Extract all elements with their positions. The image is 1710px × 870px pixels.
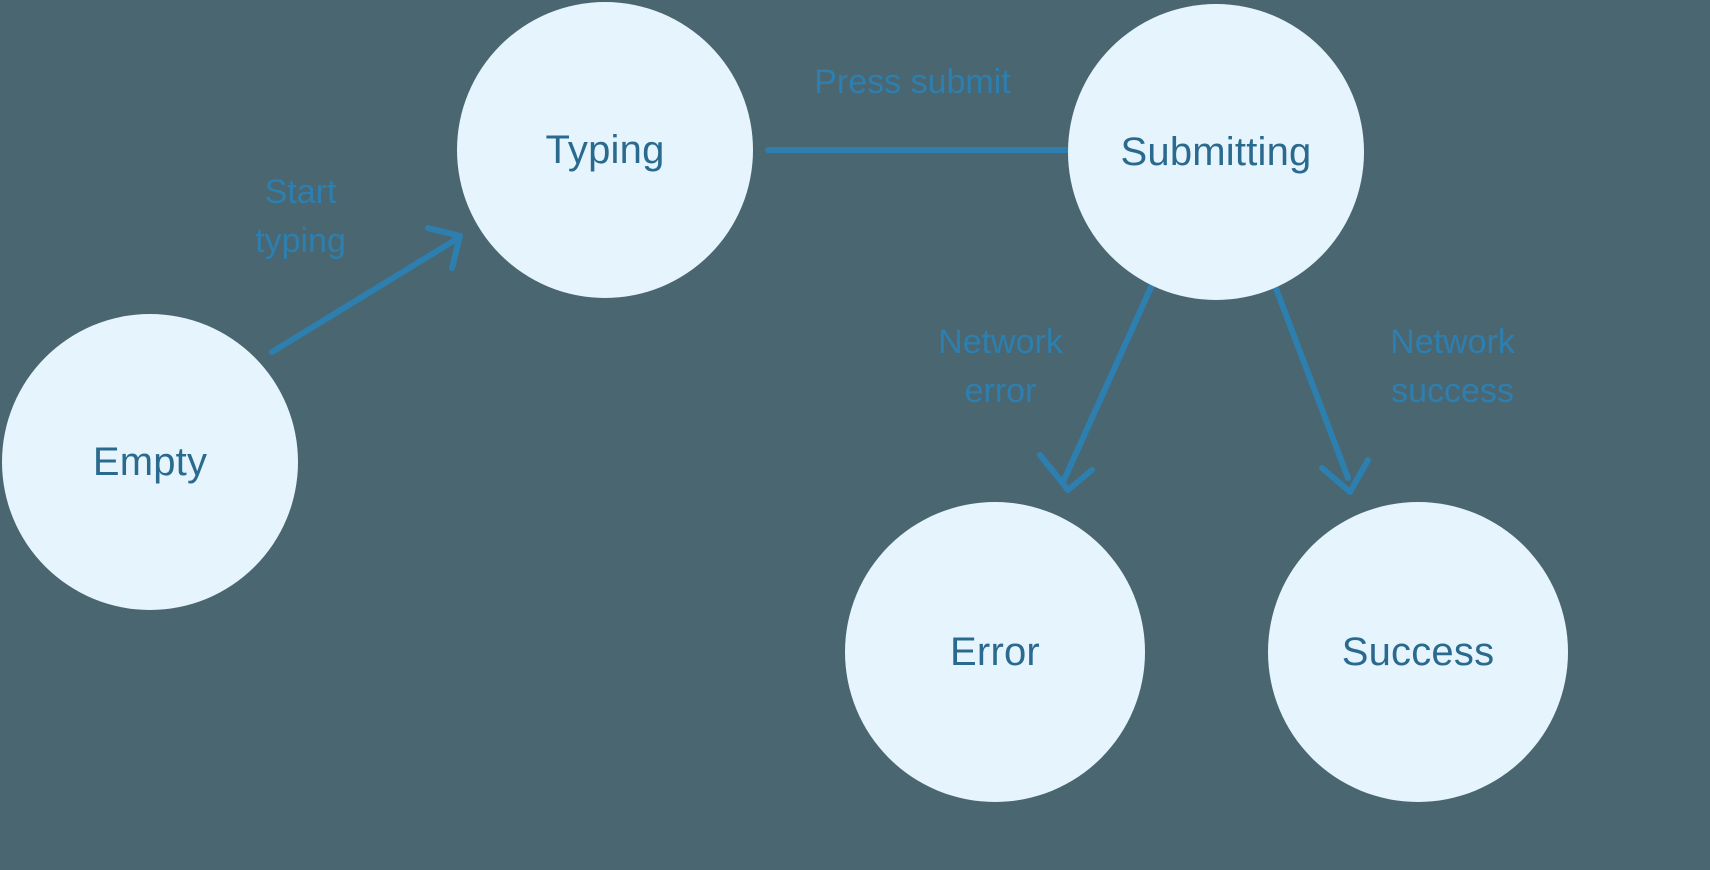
- state-node-submitting[interactable]: Submitting: [1068, 4, 1364, 300]
- state-node-typing[interactable]: Typing: [457, 2, 753, 298]
- edge-submitting-to-error: [1037, 282, 1155, 493]
- state-node-error-label: Error: [950, 630, 1040, 674]
- state-node-empty-label: Empty: [92, 440, 208, 484]
- state-node-error[interactable]: Error: [845, 502, 1145, 802]
- edge-submitting-to-success: [1269, 275, 1371, 495]
- edge-empty-to-typing: [269, 225, 463, 355]
- state-node-typing-label: Typing: [545, 128, 665, 172]
- state-node-empty[interactable]: Empty: [2, 314, 298, 610]
- state-node-success-label: Success: [1341, 630, 1495, 674]
- state-node-submitting-label: Submitting: [1120, 130, 1312, 174]
- state-node-success[interactable]: Success: [1268, 502, 1568, 802]
